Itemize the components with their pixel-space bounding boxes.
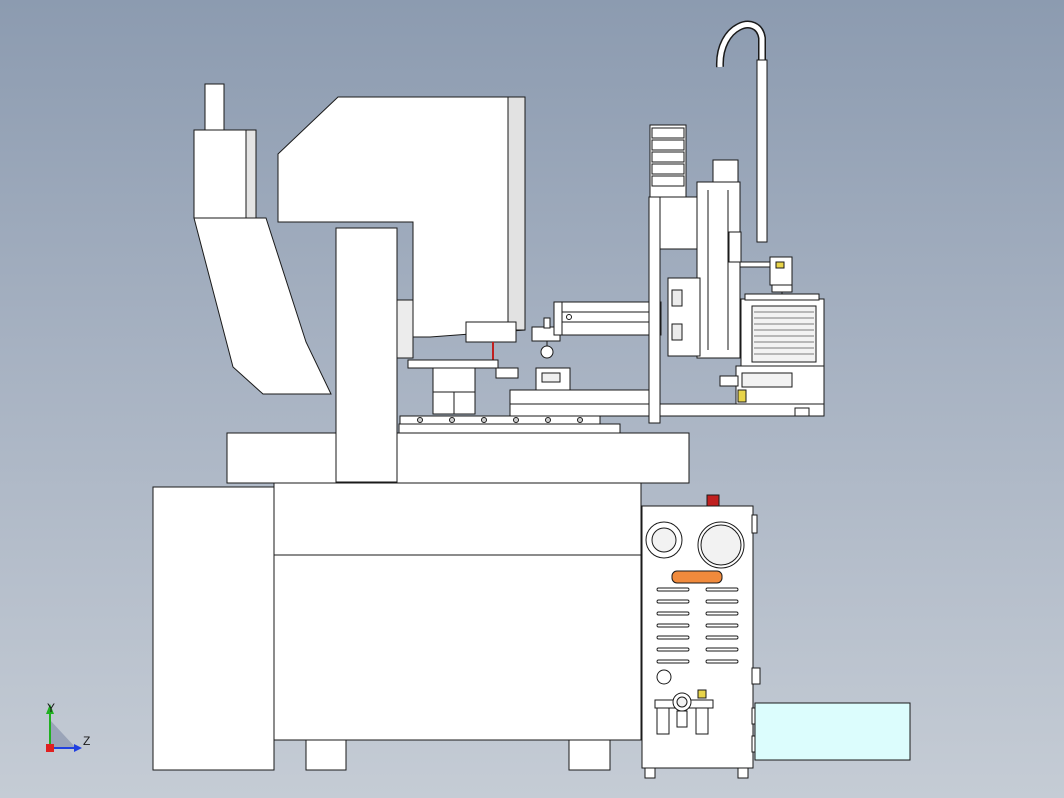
clamp-label — [541, 372, 561, 383]
vent-slots — [656, 587, 739, 664]
dispense-head — [715, 20, 793, 299]
table-rail — [399, 415, 601, 425]
y-axis-arrow — [46, 704, 54, 714]
feed-arm-bracket — [495, 367, 519, 379]
actuator-side-bracket — [728, 231, 742, 263]
electrical-cabinet — [641, 494, 761, 779]
dispense-valve — [769, 256, 793, 286]
clamp-rod — [543, 317, 551, 329]
table-top — [226, 432, 690, 484]
triad-origin — [46, 744, 54, 752]
triad-plane — [50, 720, 76, 748]
magazine-top — [744, 293, 820, 301]
press-ram-block — [465, 321, 517, 343]
cabinet-foot-right — [568, 739, 611, 771]
gantry-arm — [739, 261, 771, 268]
y-axis-label: Y — [47, 701, 55, 715]
magazine-slats — [754, 311, 814, 355]
slide-body — [560, 301, 662, 336]
feeder-magazine — [719, 293, 825, 417]
servo-motor — [659, 196, 698, 250]
air-filter-regulator — [654, 689, 714, 735]
left-cylinder-assembly — [193, 83, 332, 395]
cylinder-body-side — [245, 129, 257, 219]
press-head-side-face — [507, 96, 526, 331]
cabinet-foot-b — [737, 767, 749, 779]
vertical-actuator-top — [712, 159, 739, 183]
cabinet-side-hinge — [751, 514, 758, 534]
cabinet-left-door — [152, 486, 275, 771]
vertical-actuator — [696, 181, 741, 359]
feed-chute — [193, 217, 332, 395]
index-fixture — [407, 317, 825, 417]
z-axis-label: Z — [83, 734, 90, 748]
orientation-triad: Y Z — [46, 701, 90, 752]
transfer-rail — [509, 389, 651, 405]
cylinder-rod — [204, 83, 225, 131]
press-column-side — [396, 299, 414, 359]
cabinet-lower-panel — [273, 554, 642, 741]
base-cabinet — [152, 481, 642, 771]
press-head — [277, 96, 526, 338]
side-tank — [754, 702, 911, 761]
dispense-tube — [756, 59, 768, 243]
cable-gland — [656, 669, 672, 685]
press-column — [335, 227, 398, 483]
indicator-lamp-bar — [671, 570, 723, 584]
emergency-stop — [706, 494, 720, 507]
index-plate — [407, 359, 499, 369]
cabinet-foot-a — [644, 767, 656, 779]
dispense-nozzle-ring — [771, 284, 793, 293]
table-bolts — [417, 417, 583, 423]
drag-chain-links — [651, 127, 685, 187]
cabinet-upper-panel — [273, 481, 642, 556]
clamp-nozzle — [540, 345, 554, 359]
index-hub — [432, 367, 476, 393]
table-fixture-plate — [398, 423, 621, 434]
slide-end-block — [553, 301, 563, 336]
gantry-assembly — [648, 124, 771, 424]
cabinet-foot-left — [305, 739, 347, 771]
gantry-post — [648, 196, 661, 424]
z-axis-arrow — [74, 744, 82, 752]
transfer-rail-lower — [509, 403, 825, 417]
horizontal-slide — [553, 301, 662, 336]
worktable — [226, 415, 690, 484]
press-frame — [277, 96, 526, 483]
magazine-grille — [751, 305, 817, 363]
